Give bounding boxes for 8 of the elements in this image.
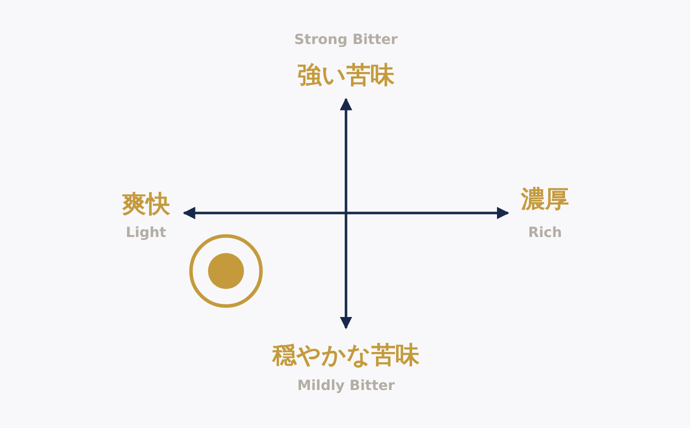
axis-label: Rich bbox=[528, 226, 562, 240]
axis-label: 爽快 bbox=[122, 192, 170, 216]
axis-label: Light bbox=[126, 226, 166, 240]
axis-label: 濃厚 bbox=[521, 187, 569, 211]
axis-label: Strong Bitter bbox=[294, 33, 398, 47]
axis-label: 穏やかな苦味 bbox=[272, 343, 420, 367]
axis-label: 強い苦味 bbox=[298, 63, 394, 87]
axis-label: Mildly Bitter bbox=[297, 379, 395, 393]
